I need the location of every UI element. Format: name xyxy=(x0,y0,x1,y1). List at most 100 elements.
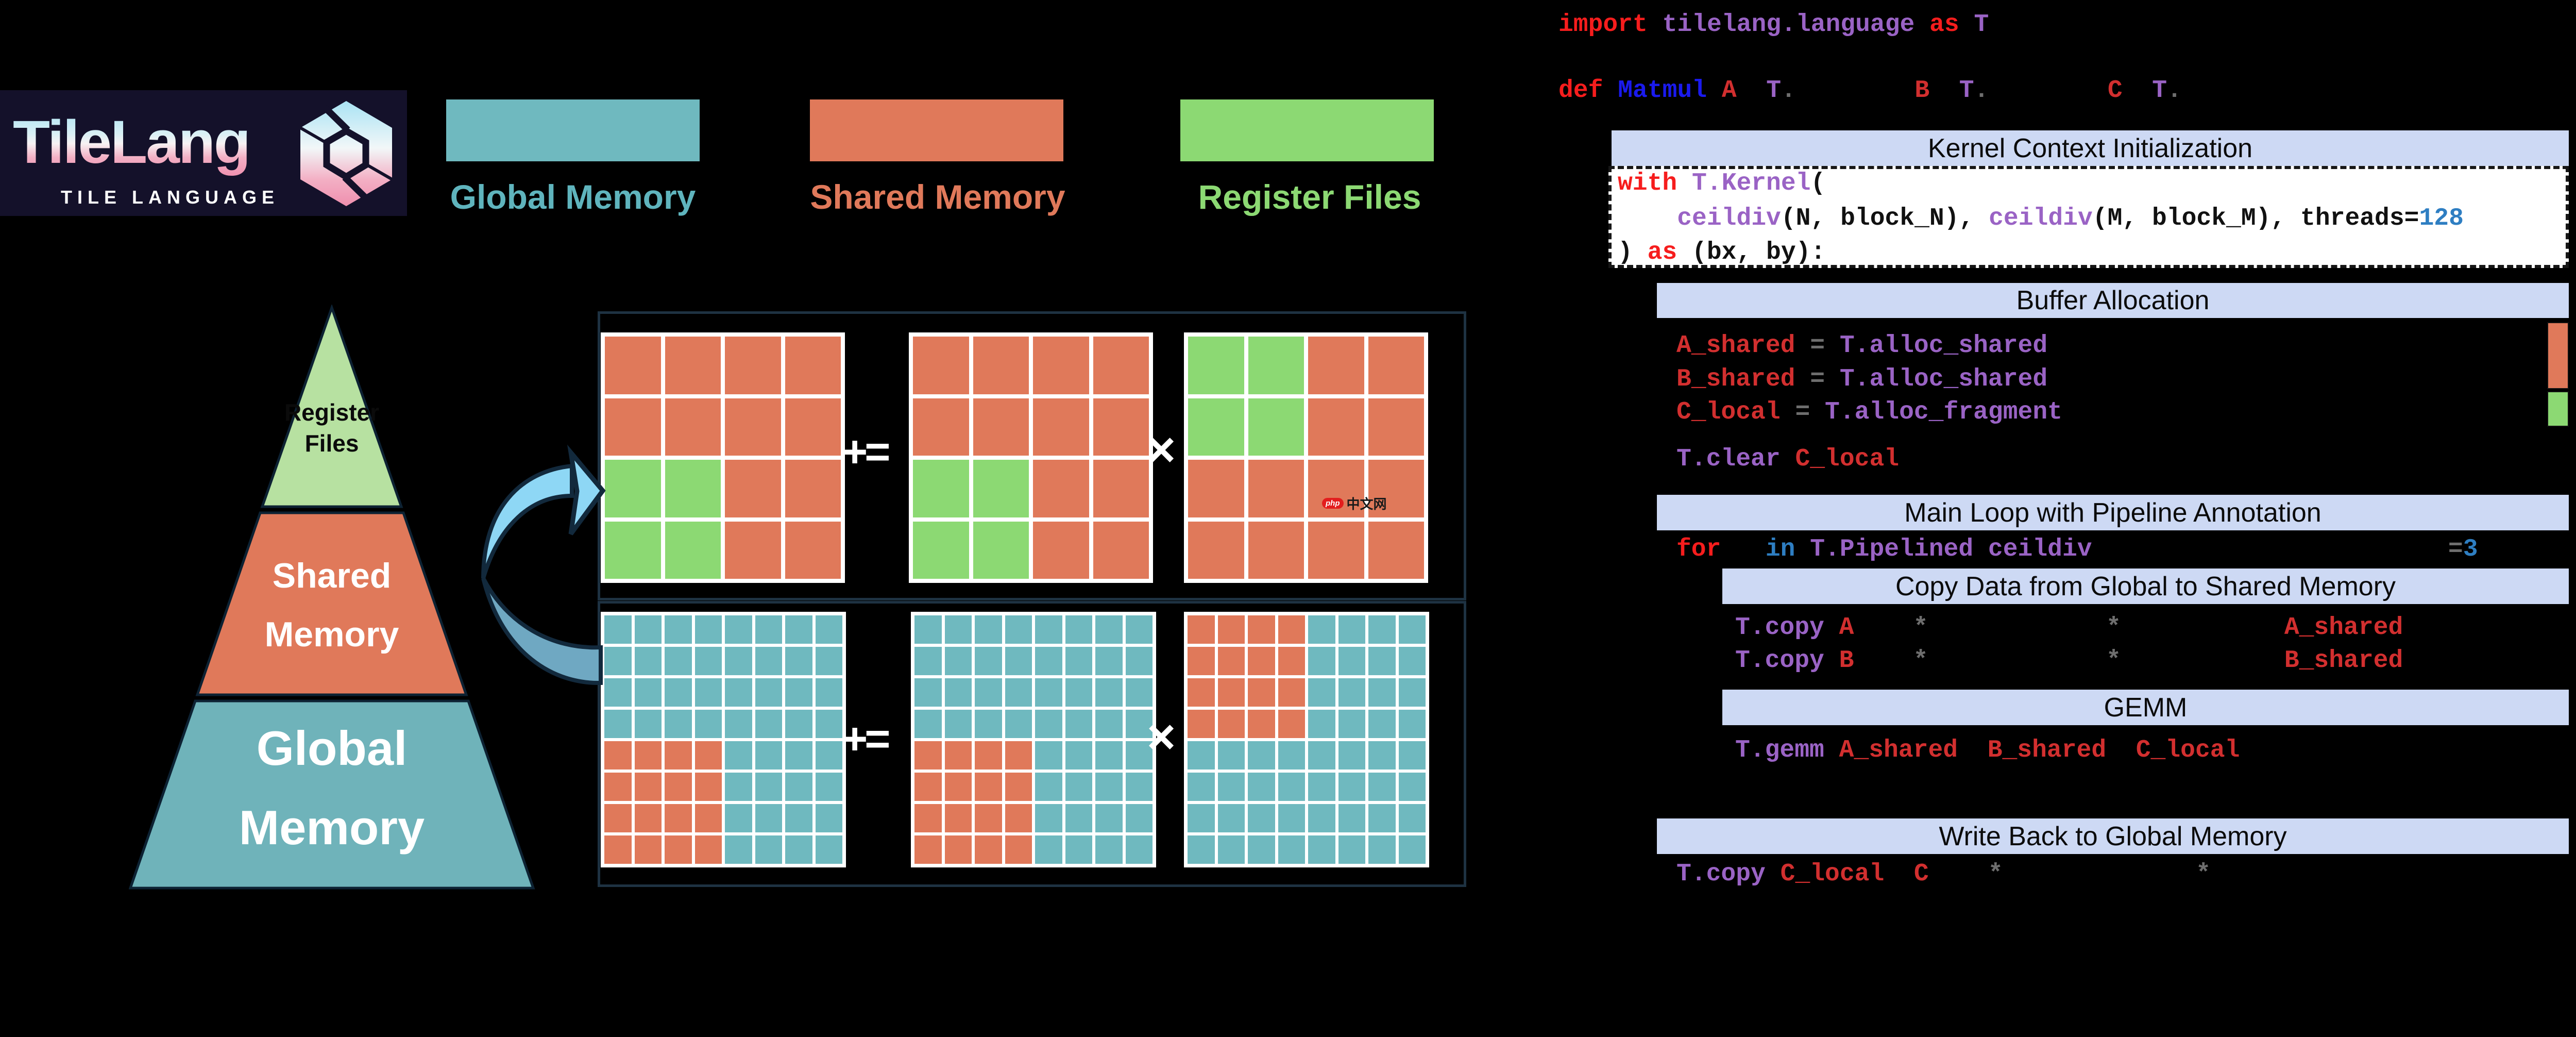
top-operand-b-tile xyxy=(1184,332,1428,583)
matrix-cell xyxy=(1278,741,1305,770)
matrix-cell xyxy=(973,398,1029,456)
matrix-cell xyxy=(1065,647,1092,675)
kernel-context-highlight-box xyxy=(1608,166,2569,268)
matrix-cell xyxy=(634,741,662,770)
matrix-cell xyxy=(975,804,1002,832)
register-files-indicator-bar xyxy=(2547,391,2569,427)
matrix-cell xyxy=(815,773,842,801)
matrix-cell xyxy=(694,773,722,801)
matrix-cell xyxy=(1278,710,1305,738)
matrix-cell xyxy=(914,773,942,801)
matrix-cell xyxy=(1308,337,1364,394)
matrix-cell xyxy=(1033,337,1089,394)
matrix-cell xyxy=(604,710,632,738)
pyramid-label-shared-memory: Memory xyxy=(264,615,399,654)
matrix-cell xyxy=(634,773,662,801)
matrix-cell xyxy=(665,460,721,517)
matrix-cell xyxy=(1005,678,1032,707)
matrix-cell xyxy=(785,741,812,770)
matrix-cell xyxy=(1035,710,1062,738)
matrix-cell xyxy=(1338,615,1365,644)
matrix-cell xyxy=(1188,835,1215,864)
matrix-cell xyxy=(1398,773,1426,801)
pyramid-label-global: Global xyxy=(256,721,408,775)
tilelang-logo-panel xyxy=(0,90,407,216)
matrix-cell xyxy=(1248,460,1304,517)
matrix-cell xyxy=(665,835,692,864)
matrix-cell xyxy=(1217,678,1245,707)
matrix-cell xyxy=(1308,678,1335,707)
matrix-cell xyxy=(1308,804,1335,832)
matrix-cell xyxy=(725,615,752,644)
matrix-cell xyxy=(1125,804,1153,832)
banner-kernel-context-initialization: Kernel Context Initialization xyxy=(1612,130,2569,166)
matrix-cell xyxy=(1125,647,1153,675)
matrix-cell xyxy=(604,615,632,644)
matrix-cell xyxy=(1248,710,1275,738)
matrix-cell xyxy=(1278,835,1305,864)
matrix-cell xyxy=(665,678,692,707)
matrix-cell xyxy=(1368,521,1424,579)
matrix-cell xyxy=(1368,804,1396,832)
matrix-cell xyxy=(1398,835,1426,864)
matrix-cell xyxy=(1188,521,1244,579)
matrix-cell xyxy=(1398,615,1426,644)
matrix-cell xyxy=(725,337,781,394)
matrix-cell xyxy=(1248,337,1304,394)
matrix-cell xyxy=(975,741,1002,770)
matrix-cell xyxy=(1368,460,1424,517)
matrix-cell xyxy=(1095,741,1123,770)
matrix-cell xyxy=(1278,647,1305,675)
matrix-cell xyxy=(1248,615,1275,644)
matrix-cell xyxy=(973,460,1029,517)
matrix-cell xyxy=(605,460,661,517)
legend-label-shared-memory: Shared Memory xyxy=(810,178,1065,216)
matrix-cell xyxy=(1308,615,1335,644)
matrix-cell xyxy=(1035,741,1062,770)
matrix-cell xyxy=(815,678,842,707)
matrix-cell xyxy=(1308,521,1364,579)
matrix-cell xyxy=(725,647,752,675)
matrix-cell xyxy=(1248,741,1275,770)
matrix-cell xyxy=(1188,678,1215,707)
banner-write-back-global: Write Back to Global Memory xyxy=(1657,818,2569,854)
matrix-cell xyxy=(975,678,1002,707)
matrix-cell xyxy=(1125,741,1153,770)
logo-title: TileLang xyxy=(13,108,251,176)
matrix-cell xyxy=(1095,615,1123,644)
matrix-cell xyxy=(665,647,692,675)
matrix-cell xyxy=(755,773,782,801)
matrix-cell xyxy=(944,741,972,770)
matrix-cell xyxy=(785,521,841,579)
banner-copy-global-to-shared: Copy Data from Global to Shared Memory xyxy=(1722,568,2569,604)
matrix-cell xyxy=(914,710,942,738)
matrix-cell xyxy=(1035,835,1062,864)
matrix-cell xyxy=(694,710,722,738)
matrix-cell xyxy=(755,615,782,644)
matrix-cell xyxy=(1005,741,1032,770)
matrix-cell xyxy=(1308,398,1364,456)
matrix-cell xyxy=(725,741,752,770)
matrix-cell xyxy=(975,615,1002,644)
matrix-cell xyxy=(1368,398,1424,456)
matrix-cell xyxy=(665,710,692,738)
matrix-cell xyxy=(1093,398,1149,456)
matrix-cell xyxy=(1368,678,1396,707)
matrix-cell xyxy=(1308,741,1335,770)
matrix-cell xyxy=(914,835,942,864)
matrix-cell xyxy=(1065,835,1092,864)
matrix-cell xyxy=(975,710,1002,738)
copy-flow-curved-arrow xyxy=(481,444,606,685)
matrix-cell xyxy=(1217,647,1245,675)
banner-main-loop-pipeline: Main Loop with Pipeline Annotation xyxy=(1657,495,2569,530)
matrix-cell xyxy=(665,615,692,644)
matrix-cell xyxy=(1398,678,1426,707)
matrix-cell xyxy=(665,398,721,456)
matrix-cell xyxy=(1188,615,1215,644)
matrix-cell xyxy=(1398,710,1426,738)
matrix-cell xyxy=(694,804,722,832)
matrix-cell xyxy=(605,398,661,456)
matrix-cell xyxy=(1338,678,1365,707)
matrix-cell xyxy=(973,337,1029,394)
code-line-import: import tilelang.language as T xyxy=(1558,11,1989,39)
